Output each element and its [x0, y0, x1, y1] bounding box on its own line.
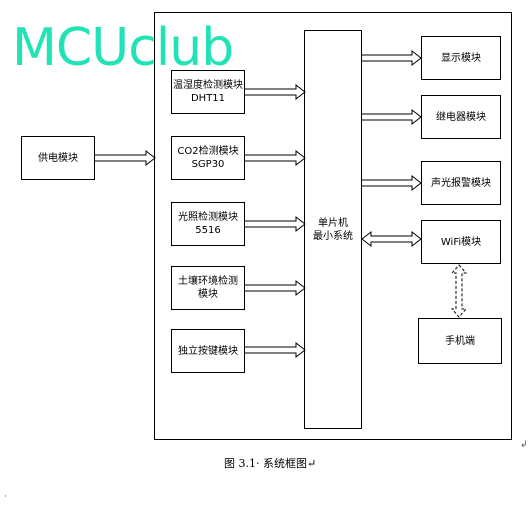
arrow-mcu-wifi-bidirectional: [361, 230, 422, 248]
arrow-power-to-system: [95, 149, 156, 167]
alarm-module-label: 声光报警模块: [431, 177, 491, 189]
wifi-module-label: WiFi模块: [440, 236, 482, 248]
display-module-block: 显示模块: [421, 36, 501, 80]
wifi-module-block: WiFi模块: [421, 220, 501, 264]
phone-block: 手机端: [418, 318, 502, 364]
arrow-mcu-to-relay: [362, 108, 422, 126]
relay-module-label: 继电器模块: [436, 111, 486, 123]
soil-module-label: 土壤环境检测模块: [178, 276, 238, 300]
light-model-label: 5516: [195, 225, 221, 236]
light-module-block: 光照检测模块 5516: [171, 202, 245, 246]
corner-mark: ·: [4, 492, 7, 502]
mcuclub-watermark: MCUclub: [12, 18, 234, 78]
arrow-mcu-to-alarm: [362, 174, 422, 192]
arrow-light-to-mcu: [245, 215, 306, 233]
side-return-mark: ↲: [520, 440, 528, 450]
mcu-label-line1: 单片机: [318, 217, 348, 229]
display-module-label: 显示模块: [441, 52, 481, 64]
system-frame: [154, 12, 512, 440]
mcu-block: 单片机 最小系统: [304, 30, 362, 429]
phone-label: 手机端: [445, 335, 475, 347]
arrow-co2-to-mcu: [245, 149, 306, 167]
arrow-wifi-phone-dashed: [450, 264, 468, 318]
dht11-module-block: 温湿度检测模块 DHT11: [171, 70, 245, 114]
mcu-label-line2: 最小系统: [313, 230, 353, 242]
co2-model-label: SGP30: [191, 159, 225, 170]
co2-module-block: CO2检测模块 SGP30: [171, 136, 245, 180]
key-module-block: 独立按键模块: [171, 329, 245, 373]
power-module-label: 供电模块: [38, 152, 78, 164]
dht11-module-label: 温湿度检测模块: [173, 80, 243, 91]
dht11-model-label: DHT11: [190, 93, 226, 104]
relay-module-block: 继电器模块: [421, 95, 501, 139]
arrow-mcu-to-display: [362, 49, 422, 67]
soil-module-block: 土壤环境检测模块: [171, 266, 245, 310]
arrow-key-to-mcu: [245, 341, 306, 359]
key-module-label: 独立按键模块: [178, 345, 238, 357]
arrow-dht11-to-mcu: [245, 83, 306, 101]
power-module-block: 供电模块: [21, 136, 95, 180]
co2-module-label: CO2检测模块: [177, 146, 239, 157]
arrow-soil-to-mcu: [245, 279, 306, 297]
light-module-label: 光照检测模块: [178, 212, 238, 223]
figure-caption: 图 3.1· 系统框图↵: [224, 457, 317, 470]
